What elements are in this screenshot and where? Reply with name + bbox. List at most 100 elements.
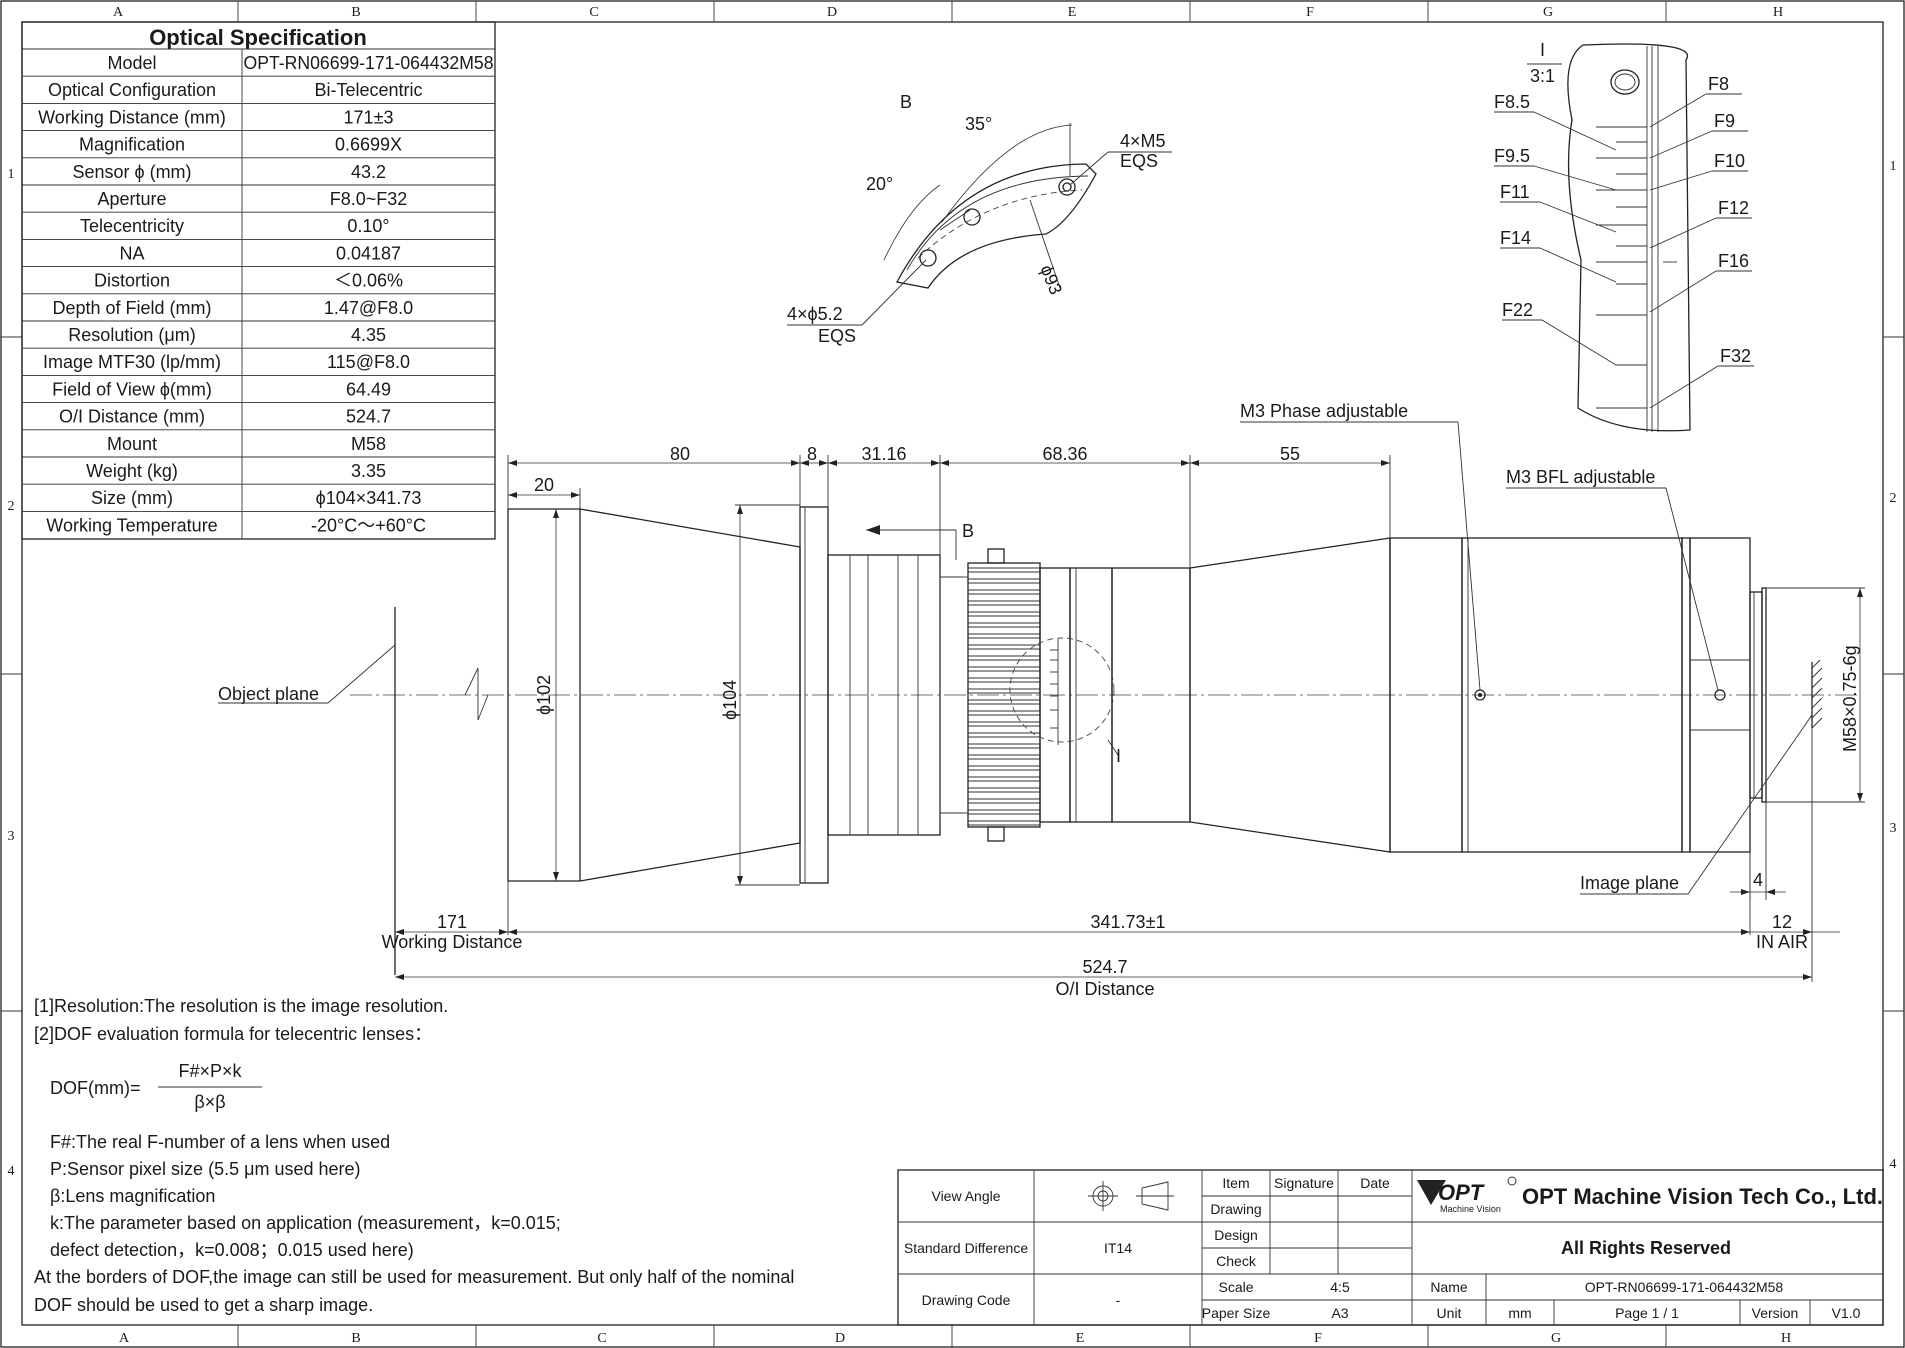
oi-distance-label: O/I Distance	[1055, 979, 1154, 999]
fstop-left-label: F8.5	[1494, 92, 1530, 112]
tb-view-angle: View Angle	[931, 1188, 1000, 1204]
formula-lhs: DOF(mm)=	[50, 1078, 140, 1098]
tb-logo-sub: Machine Vision	[1440, 1204, 1501, 1214]
detail-i-label: I	[1540, 40, 1545, 60]
zone-col-f: F	[1306, 5, 1314, 20]
dimension-lines: 80 8 31.16 68.36 55 20 ϕ102 ϕ104 M58×0.7…	[382, 444, 1865, 999]
focus-ring-knurl	[968, 567, 1040, 826]
spec-label: Working Distance (mm)	[38, 107, 226, 127]
spec-label: Distortion	[94, 271, 170, 291]
zone-col-e-bottom: E	[1076, 1331, 1085, 1346]
spec-title: Optical Specification	[149, 25, 367, 50]
spec-value: 524.7	[346, 407, 391, 427]
working-distance-label: Working Distance	[382, 932, 523, 952]
zone-col-h-bottom: H	[1781, 1331, 1791, 1346]
tb-std-value: IT14	[1104, 1240, 1132, 1256]
dim-80: 80	[670, 444, 690, 464]
zone-row-2: 2	[8, 499, 15, 514]
optical-spec-table: Optical Specification Model OPT-RN06699-1…	[21, 21, 496, 540]
tb-name: Name	[1430, 1279, 1468, 1295]
zone-col-f-bottom: F	[1314, 1331, 1322, 1346]
zone-row-4-right: 4	[1890, 1157, 1897, 1172]
dim-8: 8	[807, 444, 817, 464]
spec-label: Optical Configuration	[48, 80, 216, 100]
title-block: View Angle Standard Difference IT14 Draw…	[897, 1169, 1884, 1326]
zone-col-g-bottom: G	[1551, 1331, 1561, 1346]
zone-col-d-bottom: D	[835, 1331, 845, 1346]
spec-value: F8.0~F32	[330, 189, 408, 209]
in-air-label: IN AIR	[1756, 932, 1808, 952]
fstop-right-label: F10	[1714, 151, 1745, 171]
image-plane-label: Image plane	[1580, 873, 1679, 893]
tb-logo: OPT	[1438, 1180, 1485, 1205]
zone-row-1: 1	[8, 167, 15, 182]
spec-value: -20°C～+60°C	[311, 515, 426, 535]
angle-20-label: 20°	[866, 174, 893, 194]
spec-label: Telecentricity	[80, 216, 184, 236]
dim-55: 55	[1280, 444, 1300, 464]
spec-value: M58	[351, 434, 386, 454]
dim-171: 171	[437, 912, 467, 932]
zone-col-c-bottom: C	[597, 1331, 606, 1346]
k-definition-1: k:The parameter based on application (me…	[50, 1213, 561, 1233]
spec-label: Working Temperature	[46, 515, 217, 535]
spec-value: OPT-RN06699-171-064432M58	[244, 53, 494, 73]
tb-paper-value: A3	[1331, 1305, 1348, 1321]
spec-label: Size (mm)	[91, 488, 173, 508]
spec-label: Mount	[107, 434, 157, 454]
holes-m5-eqs: EQS	[1120, 151, 1158, 171]
fstop-right-label: F9	[1714, 111, 1735, 131]
zone-row-3: 3	[8, 829, 15, 844]
spec-label: Image MTF30 (lp/mm)	[43, 352, 221, 372]
zone-col-a: A	[113, 5, 124, 20]
spec-label: NA	[119, 243, 144, 263]
dof-border-note-1: At the borders of DOF,the image can stil…	[34, 1267, 794, 1287]
spec-label: Magnification	[79, 135, 185, 155]
fstop-left-label: F22	[1502, 300, 1533, 320]
tb-scale-value: 4:5	[1330, 1279, 1350, 1295]
fstop-right-label: F32	[1720, 346, 1751, 366]
tb-standard-difference: Standard Difference	[904, 1240, 1028, 1256]
spec-label: Model	[107, 53, 156, 73]
fstop-right-label: F12	[1718, 198, 1749, 218]
spec-value: 0.04187	[336, 243, 401, 263]
tb-date: Date	[1360, 1175, 1390, 1191]
spec-label: Weight (kg)	[86, 461, 178, 481]
tb-code-value: -	[1116, 1292, 1121, 1308]
spec-label: Resolution (μm)	[68, 325, 195, 345]
tb-rights: All Rights Reserved	[1561, 1238, 1731, 1258]
view-b-arrow-label: B	[962, 521, 974, 541]
bfl-adjustable-label: M3 BFL adjustable	[1506, 467, 1655, 487]
detail-i-callout: I	[1116, 746, 1121, 766]
tb-company: OPT Machine Vision Tech Co., Ltd.	[1522, 1184, 1883, 1209]
tb-design: Design	[1214, 1227, 1258, 1243]
note-1: [1]Resolution:The resolution is the imag…	[34, 996, 448, 1016]
tb-check: Check	[1216, 1253, 1257, 1269]
spec-value: 4.35	[351, 325, 386, 345]
tb-paper-size: Paper Size	[1202, 1305, 1271, 1321]
note-2: [2]DOF evaluation formula for telecentri…	[34, 1024, 432, 1044]
zone-col-h: H	[1773, 5, 1783, 20]
zone-row-4: 4	[8, 1164, 15, 1179]
tb-scale: Scale	[1218, 1279, 1253, 1295]
dim-4: 4	[1753, 870, 1763, 890]
dim-20: 20	[534, 475, 554, 495]
formula-denominator: β×β	[194, 1092, 225, 1112]
dim-6836: 68.36	[1042, 444, 1087, 464]
dim-12: 12	[1772, 912, 1792, 932]
spec-value: 3.35	[351, 461, 386, 481]
dim-length: 341.73±1	[1091, 912, 1166, 932]
f-definition: F#:The real F-number of a lens when used	[50, 1132, 390, 1152]
spec-value: ϕ104×341.73	[316, 488, 422, 508]
zone-col-c: C	[589, 5, 598, 20]
zone-col-a-bottom: A	[119, 1331, 130, 1346]
spec-label: Depth of Field (mm)	[52, 298, 211, 318]
dia-93-label: ϕ93	[1036, 262, 1066, 297]
spec-value: 64.49	[346, 379, 391, 399]
holes-52-eqs: EQS	[818, 326, 856, 346]
tb-version: Version	[1752, 1305, 1799, 1321]
fstop-right-label: F16	[1718, 251, 1749, 271]
zone-col-e: E	[1068, 5, 1077, 20]
zone-col-b-bottom: B	[351, 1331, 360, 1346]
